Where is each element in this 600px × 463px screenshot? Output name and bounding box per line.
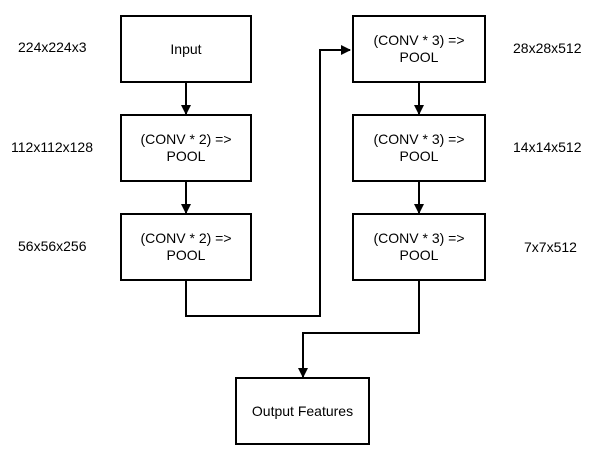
dimension-label-left-pool-2: 56x56x256 (18, 238, 87, 254)
right-conv-pool-node-1: (CONV * 3) => POOL (352, 15, 486, 83)
left-conv-pool-node-2-label: (CONV * 2) => POOL (140, 230, 232, 263)
dimension-label-right-pool-1: 28x28x512 (513, 40, 582, 56)
right-conv-pool-node-3-label: (CONV * 3) => POOL (373, 230, 465, 263)
input-node: Input (120, 15, 252, 83)
right-conv-pool-node-1-label: (CONV * 3) => POOL (373, 32, 465, 65)
right-conv-pool-node-3: (CONV * 3) => POOL (352, 213, 486, 281)
right-conv-pool-node-2-label: (CONV * 3) => POOL (373, 131, 465, 164)
left-conv-pool-node-1-label: (CONV * 2) => POOL (140, 131, 232, 164)
arrow-left-pool-2-to-right-pool-1 (185, 45, 351, 317)
dimension-label-right-pool-3: 7x7x512 (524, 239, 577, 255)
dimension-label-input: 224x224x3 (18, 39, 87, 55)
left-conv-pool-node-1: (CONV * 2) => POOL (120, 114, 252, 182)
dimension-label-left-pool-1: 112x112x128 (11, 139, 93, 155)
input-node-label: Input (170, 40, 202, 57)
right-conv-pool-node-2: (CONV * 3) => POOL (352, 114, 486, 182)
dimension-label-right-pool-2: 14x14x512 (513, 139, 582, 155)
arrow-right-pool-3-to-output (298, 281, 420, 378)
output-features-node-label: Output Features (251, 402, 354, 419)
output-features-node: Output Features (235, 377, 370, 445)
left-conv-pool-node-2: (CONV * 2) => POOL (120, 213, 252, 281)
